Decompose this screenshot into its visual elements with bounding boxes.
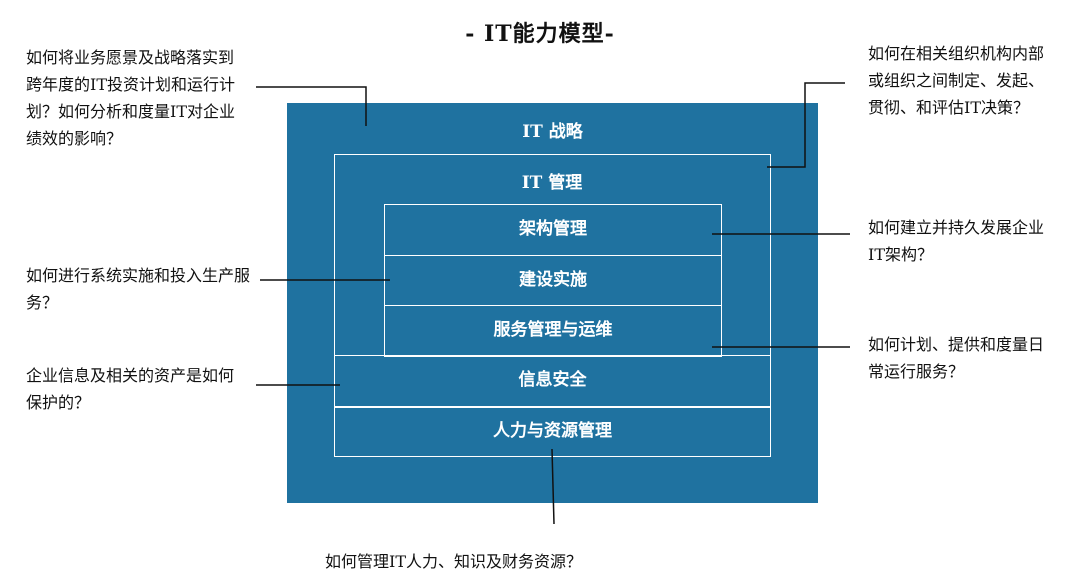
note-resources: 如何管理IT人力、知识及财务资源？ (325, 552, 582, 571)
strategy-label: IT 战略 (522, 122, 583, 142)
note-strategy: 如何将业务愿景及战略落实到跨年度的IT投资计划和运行计划？如何分析和度量IT对企… (26, 48, 235, 148)
note-construction: 如何进行系统实施和投入生产服务？ (26, 266, 251, 312)
note-service: 如何计划、提供和度量日常运行服务？ (868, 335, 1045, 381)
service-ops-box: 服务管理与运维 (384, 305, 722, 357)
note-decision: 如何在相关组织机构内部或组织之间制定、发起、贯彻、和评估IT决策？ (868, 44, 1045, 117)
strategy-layer: IT 战略 (287, 103, 818, 503)
line-decision (767, 82, 845, 168)
management-label: IT 管理 (521, 173, 583, 193)
diagram-title: - IT能力模型- (465, 21, 615, 47)
note-architecture: 如何建立并持久发展企业IT架构？ (868, 218, 1045, 264)
line-resources (551, 448, 555, 525)
info-security-box: 信息安全 (334, 355, 771, 408)
line-strategy (256, 86, 367, 126)
note-security: 企业信息及相关的资产是如何保护的？ (26, 366, 235, 412)
